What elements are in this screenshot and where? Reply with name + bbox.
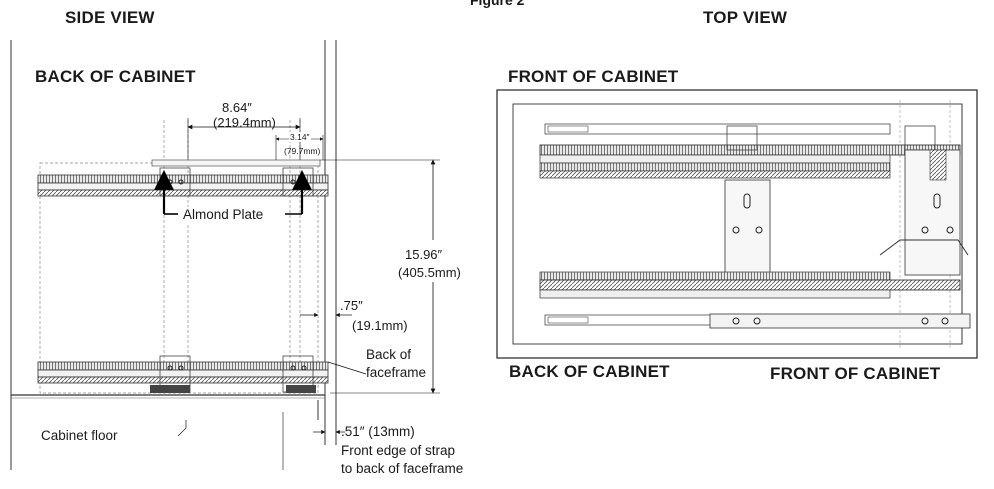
dim-width-inches: 8.64″ (222, 100, 252, 115)
top-view-back-label: BACK OF CABINET (509, 362, 670, 381)
figure-title: Figure 2 (470, 0, 525, 8)
faceframe-label-line1: Back of (366, 347, 412, 362)
top-view-front-label-bottom: FRONT OF CABINET (770, 364, 941, 383)
side-view-heading: SIDE VIEW (65, 8, 155, 27)
dim-gap-inches: .75″ (340, 298, 363, 313)
back-of-cabinet-label: BACK OF CABINET (35, 67, 196, 86)
top-view-front-label: FRONT OF CABINET (508, 67, 679, 86)
dim-height-mm: (405.5mm) (398, 265, 461, 280)
dim-gap-mm: (19.1mm) (352, 318, 408, 333)
strap-note-line2: to back of faceframe (341, 461, 464, 476)
top-view-drawing (496, 89, 978, 359)
cabinet-floor-label: Cabinet floor (41, 428, 118, 443)
almond-plate-label: Almond Plate (181, 207, 266, 223)
dim-width-mm: (219.4mm) (213, 115, 276, 130)
dim-height-inches: 15.96″ (405, 247, 443, 262)
side-view-drawing (10, 40, 440, 470)
dim-plate-mm: (79.7mm) (284, 146, 321, 156)
dim-plate-inches: 3.14″ (289, 132, 311, 142)
strap-dimension: .51″ (13mm) (341, 424, 415, 439)
strap-note-line1: Front edge of strap (341, 443, 456, 458)
faceframe-label-line2: faceframe (366, 365, 427, 380)
top-view-heading: TOP VIEW (703, 8, 788, 27)
